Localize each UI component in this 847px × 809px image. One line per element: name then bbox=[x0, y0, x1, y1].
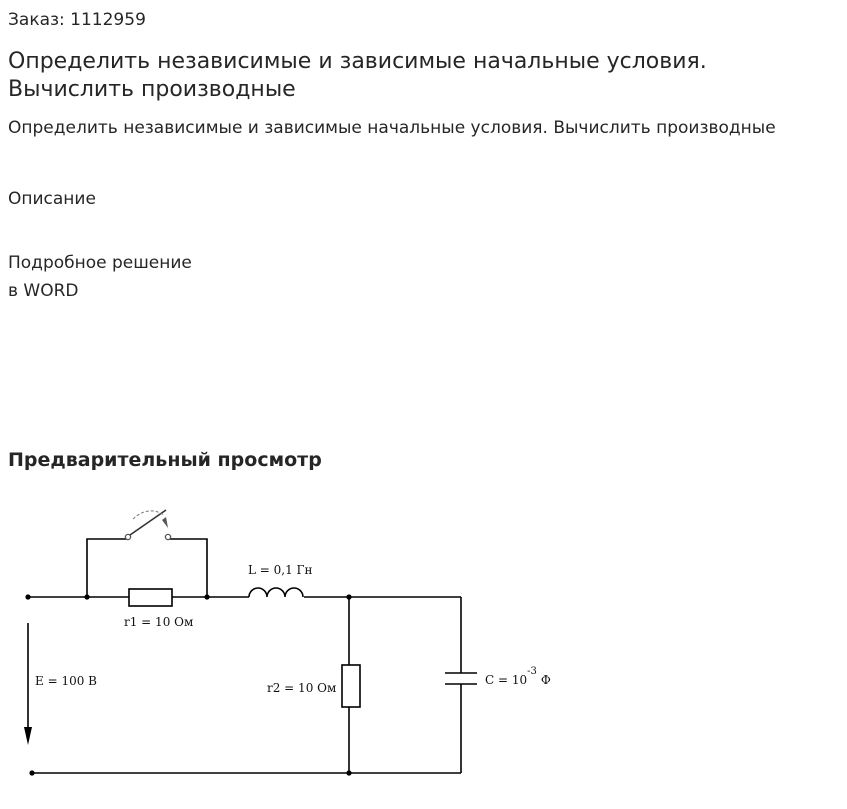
capacitor-label-unit: Ф bbox=[541, 673, 551, 687]
switch-contact-right bbox=[164, 533, 172, 541]
switch-blade bbox=[129, 509, 167, 536]
task-subtitle: Определить независимые и зависимые начал… bbox=[8, 118, 776, 138]
terminal-top-left bbox=[25, 594, 31, 600]
node-top-right bbox=[346, 594, 352, 600]
description-text: Подробное решение в WORD bbox=[8, 249, 268, 305]
capacitor-label-exponent: -3 bbox=[527, 666, 537, 677]
r2-resistor bbox=[341, 664, 361, 708]
capacitor-label-base: C = 10 bbox=[485, 673, 527, 687]
switch-contact-left bbox=[124, 533, 132, 541]
inductor-coil bbox=[248, 587, 304, 598]
switch-loop-right bbox=[168, 538, 208, 597]
node-switch-left bbox=[84, 594, 90, 600]
circuit-diagram: L = 0,1 Гн r1 = 10 Ом r2 = 10 Ом E = 100… bbox=[24, 509, 551, 776]
capacitor-label: C = 10-3Ф bbox=[485, 666, 551, 687]
emf-label: E = 100 В bbox=[35, 674, 97, 688]
order-number: Заказ: 1112959 bbox=[8, 10, 146, 30]
emf-arrow-head bbox=[24, 727, 32, 745]
switch bbox=[124, 533, 172, 541]
r1-resistor bbox=[128, 588, 173, 607]
description-line-1: Подробное решение bbox=[8, 253, 192, 273]
node-bottom bbox=[346, 770, 352, 776]
switch-loop-left bbox=[86, 538, 128, 597]
r2-label: r2 = 10 Ом bbox=[267, 681, 336, 695]
page-title: Определить независимые и зависимые начал… bbox=[8, 49, 707, 102]
switch-arc-arrow bbox=[162, 517, 168, 528]
preview-heading: Предварительный просмотр bbox=[8, 449, 322, 471]
terminal-bottom-left bbox=[29, 770, 35, 776]
inductor-label: L = 0,1 Гн bbox=[248, 563, 313, 577]
description-heading: Описание bbox=[8, 189, 96, 209]
r1-label: r1 = 10 Ом bbox=[124, 615, 193, 629]
description-line-2: в WORD bbox=[8, 281, 79, 301]
node-switch-right bbox=[204, 594, 210, 600]
switch-arc bbox=[132, 510, 165, 520]
